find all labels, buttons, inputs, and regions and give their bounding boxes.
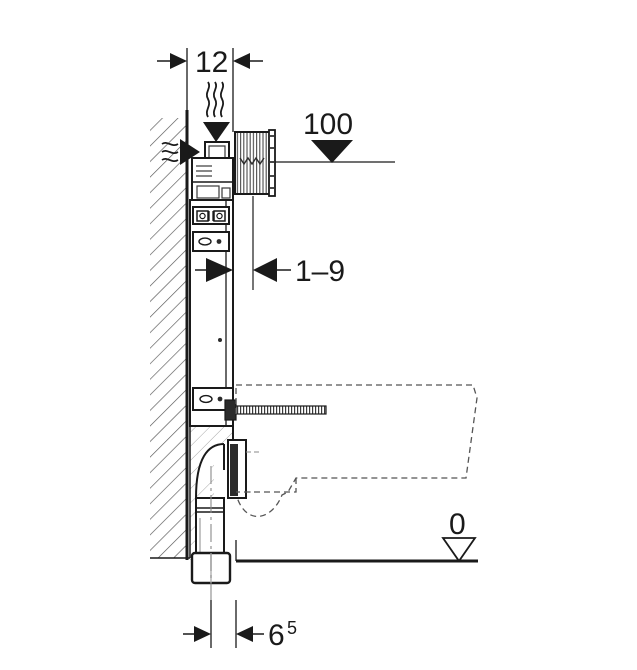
- dim-label-100: 100: [303, 108, 353, 141]
- dim-arrow-right-6-5: [236, 626, 253, 642]
- wc-bowl-outline: [235, 384, 478, 518]
- water-inlet-top-symbol: [203, 81, 230, 142]
- datum-triangle-0-icon: [441, 537, 477, 563]
- datum-marker-0: 0: [441, 508, 477, 563]
- floor-line: [235, 540, 478, 563]
- dim-label-6-superscript: 5: [287, 618, 297, 638]
- cistern-top-valve-assembly: [191, 141, 234, 201]
- dim-arrow-left-1-9: [206, 258, 233, 282]
- inlet-triangle-top-icon: [203, 122, 230, 142]
- upper-fitting-boxes: [192, 206, 230, 252]
- dimension-clearance-1-9: 1–9: [195, 255, 345, 288]
- dim-arrow-left-6-5: [194, 626, 211, 642]
- dimension-height-100: 100: [275, 108, 395, 163]
- dim-arrow-left-12: [170, 53, 187, 69]
- actuator-plate-sleeve: [234, 129, 276, 290]
- dim-label-1-9: 1–9: [295, 255, 345, 288]
- lower-inspection-box: [192, 387, 234, 411]
- dim-label-12: 12: [195, 46, 228, 79]
- wall-section: [150, 110, 190, 560]
- dim-label-0: 0: [449, 508, 466, 541]
- flush-pipe-connector: [224, 399, 327, 421]
- inlet-arrow-wall-icon: [180, 139, 200, 165]
- datum-triangle-100-icon: [311, 140, 353, 163]
- flush-connector-seal: [227, 439, 262, 499]
- dim-arrow-right-1-9: [253, 258, 277, 282]
- dim-label-6: 6: [268, 619, 285, 652]
- dimension-depth-12: 12: [157, 46, 263, 132]
- dimension-offset-6-5: 6 5: [183, 600, 297, 652]
- water-inlet-wall-symbol: [161, 139, 200, 165]
- flush-pipe-elbow: [189, 425, 234, 560]
- dim-arrow-right-12: [233, 53, 250, 69]
